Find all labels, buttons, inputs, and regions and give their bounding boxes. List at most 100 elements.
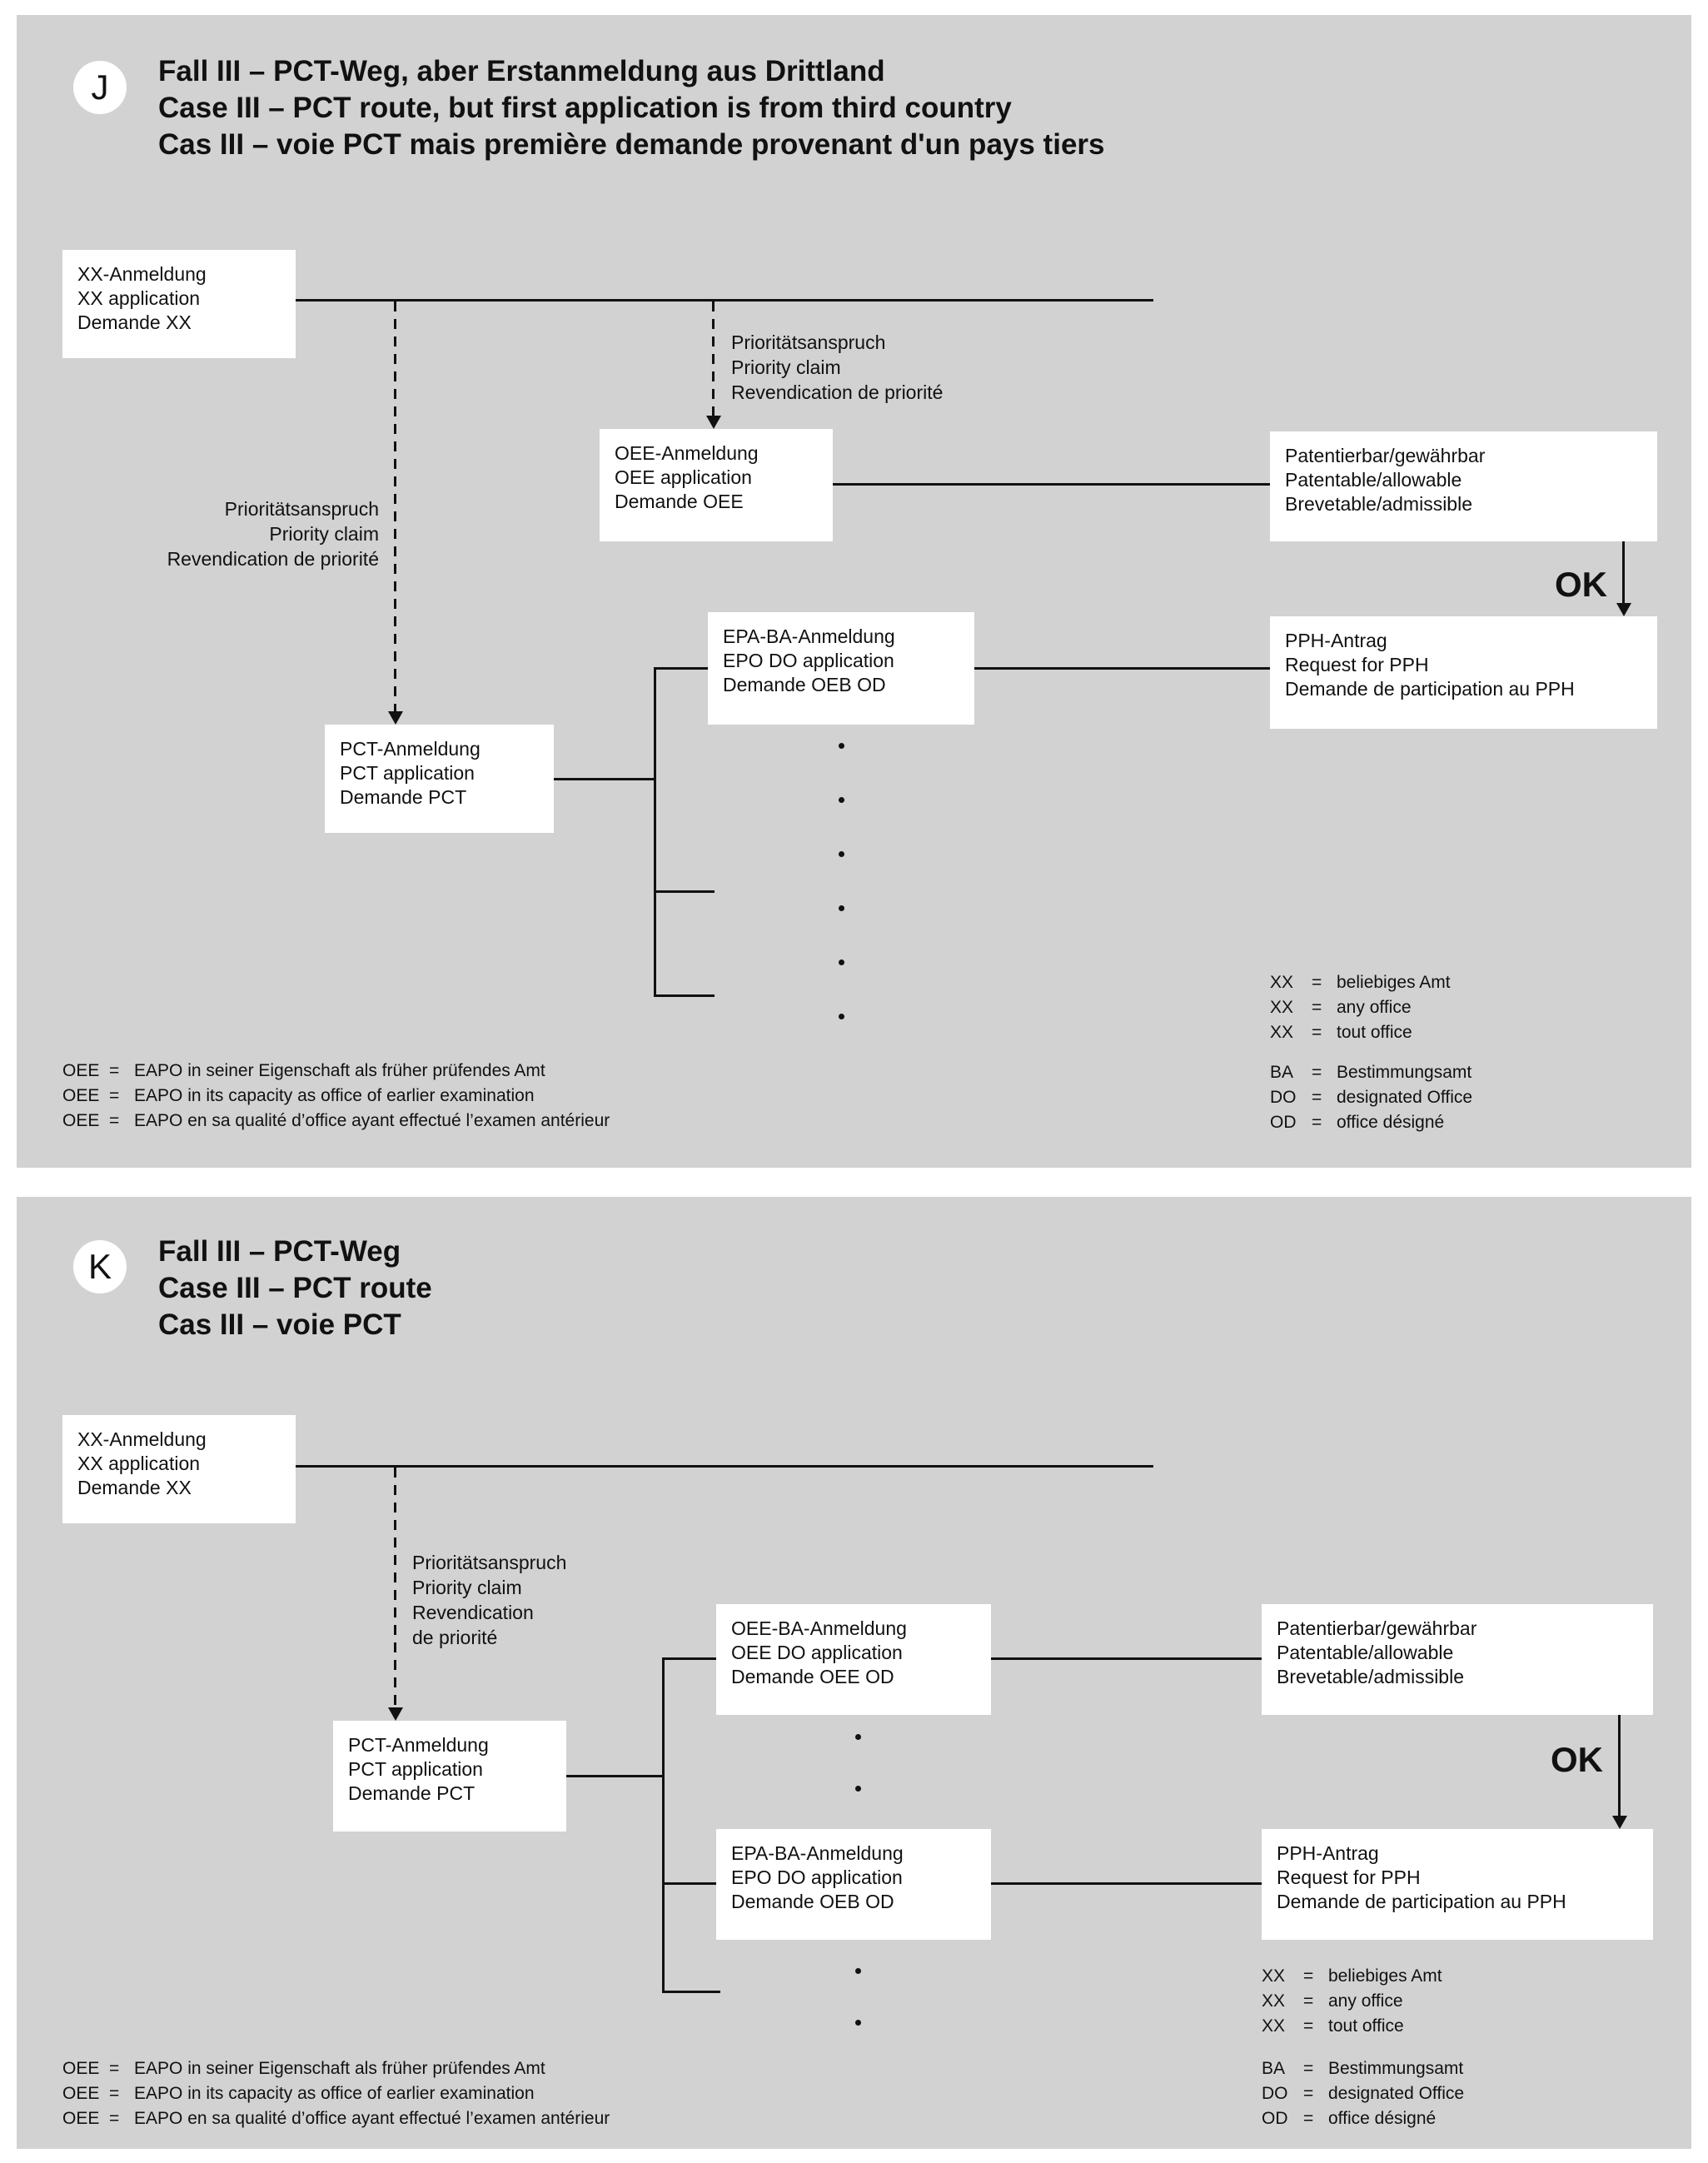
label-line: Prioritätsanspruch	[224, 498, 379, 520]
legend-row: OD=office désigné	[1270, 1110, 1472, 1135]
box-text-line: OEE DO application	[731, 1642, 903, 1663]
panel-badge-j: J	[73, 61, 127, 114]
legend-designated-office: BA=Bestimmungsamt DO=designated Office O…	[1270, 1060, 1472, 1135]
legend-abbr: XX	[1270, 1023, 1294, 1042]
legend-def: EAPO in its capacity as office of earlie…	[134, 1086, 535, 1105]
box-text-line: OEE application	[615, 466, 752, 488]
panel-title-k: Fall III – PCT-Weg Case III – PCT route …	[158, 1234, 432, 1343]
ok-arrow-line	[1618, 1715, 1621, 1817]
box-text-line: Patentable/allowable	[1285, 469, 1462, 491]
legend-def: any office	[1337, 998, 1412, 1017]
ellipsis-dot	[855, 1734, 861, 1740]
legend-eq: =	[1303, 2109, 1314, 2128]
legend-row: XX = any office	[1270, 995, 1451, 1020]
label-line: Revendication de priorité	[731, 381, 944, 403]
ellipsis-dot	[855, 1968, 861, 1974]
legend-def: designated Office	[1328, 2084, 1465, 2103]
panel-title-j: Fall III – PCT-Weg, aber Erstanmeldung a…	[158, 53, 1105, 163]
box-text-line: PCT-Anmeldung	[348, 1734, 489, 1756]
box-text-line: Request for PPH	[1285, 654, 1429, 675]
legend-eq: =	[1312, 998, 1322, 1017]
legend-row: DO = designated Office	[1262, 2081, 1464, 2106]
legend-abbr: BA	[1270, 1063, 1294, 1082]
legend-def: beliebiges Amt	[1328, 1966, 1442, 1986]
label-priority-claim: Prioritätsanspruch Priority claim Revend…	[731, 330, 943, 405]
legend-row: OEE=EAPO in its capacity as office of ea…	[62, 2081, 610, 2106]
legend-def: office désigné	[1337, 1113, 1445, 1132]
box-pct-application: PCT-Anmeldung PCT application Demande PC…	[325, 725, 554, 833]
box-pph-request: PPH-Antrag Request for PPH Demande de pa…	[1270, 616, 1657, 729]
legend-def: Bestimmungsamt	[1337, 1063, 1472, 1082]
legend-row: OEE=EAPO in its capacity as office of ea…	[62, 1084, 610, 1109]
title-line-en: Case III – PCT route, but first applicat…	[158, 92, 1012, 124]
legend-abbr: OEE	[62, 2059, 100, 2078]
box-text-line: PCT-Anmeldung	[340, 738, 481, 760]
legend-eq: =	[1312, 1113, 1322, 1132]
panel-case-k: K Fall III – PCT-Weg Case III – PCT rout…	[17, 1197, 1691, 2149]
arrowhead-down-icon	[1612, 1816, 1627, 1829]
legend-abbr: OEE	[62, 1086, 100, 1105]
legend-row: XX=any office	[1262, 1989, 1442, 2014]
legend-xx-office: XX=beliebiges Amt XX=any office XX=tout …	[1270, 970, 1451, 1045]
box-text-line: Demande de participation au PPH	[1285, 678, 1575, 700]
legend-abbr: OEE	[62, 1061, 100, 1080]
legend-row: DO=designated Office	[1270, 1085, 1472, 1110]
legend-row: OEE=EAPO in seiner Eigenschaft als frühe…	[62, 1059, 610, 1084]
legend-eq: =	[1303, 1991, 1314, 2011]
legend-abbr: OEE	[62, 1111, 100, 1130]
box-xx-application: XX-Anmeldung XX application Demande XX	[62, 250, 296, 358]
ellipsis-dot	[855, 1786, 861, 1792]
box-text-line: Patentierbar/gewährbar	[1285, 445, 1486, 466]
box-text-line: Demande XX	[77, 1477, 192, 1498]
box-text-line: PCT application	[348, 1758, 483, 1780]
legend-abbr: XX	[1270, 998, 1294, 1017]
legend-def: EAPO en sa qualité d’office ayant effect…	[134, 1111, 610, 1130]
legend-abbr: XX	[1270, 973, 1294, 992]
legend-abbr: OD	[1262, 2109, 1288, 2128]
box-patentable: Patentierbar/gewährbar Patentable/allowa…	[1270, 431, 1657, 541]
timeline-connector	[296, 299, 1153, 302]
box-text-line: EPA-BA-Anmeldung	[723, 625, 895, 647]
legend-eq: =	[1312, 1063, 1322, 1082]
box-pph-request: PPH-Antrag Request for PPH Demande de pa…	[1262, 1829, 1653, 1940]
legend-eq: =	[1303, 2084, 1314, 2103]
priority-claim-dashed-arrow	[394, 302, 396, 712]
label-line: Revendication de priorité	[167, 548, 379, 570]
legend-def: Bestimmungsamt	[1328, 2059, 1464, 2078]
box-text-line: XX-Anmeldung	[77, 1428, 207, 1450]
label-priority-claim: Prioritätsanspruch Priority claim Revend…	[412, 1550, 566, 1650]
priority-claim-dashed-arrow	[394, 1468, 396, 1708]
box-text-line: OEE-Anmeldung	[615, 442, 759, 464]
timeline-connector	[296, 1465, 1153, 1468]
legend-abbr: OEE	[62, 2084, 100, 2103]
legend-abbr: XX	[1262, 2016, 1286, 2036]
box-oee-do-application: OEE-BA-Anmeldung OEE DO application Dema…	[716, 1604, 991, 1715]
legend-def: EAPO in seiner Eigenschaft als früher pr…	[134, 1061, 545, 1080]
legend-row: OD = office désigné	[1262, 2106, 1464, 2131]
panel-case-j: J Fall III – PCT-Weg, aber Erstanmeldung…	[17, 15, 1691, 1168]
legend-eq: =	[109, 2109, 120, 2128]
box-epo-do-application: EPA-BA-Anmeldung EPO DO application Dema…	[708, 612, 974, 725]
legend-designated-office: BA=Bestimmungsamt DO=designated Office O…	[1262, 2056, 1464, 2131]
title-line-de: Fall III – PCT-Weg	[158, 1235, 401, 1268]
label-line: Priority claim	[412, 1577, 522, 1598]
legend-xx-office: XX=beliebiges Amt XX=any office XX=tout …	[1262, 1964, 1442, 2039]
ellipsis-dot	[855, 2020, 861, 2026]
box-text-line: Demande PCT	[348, 1782, 476, 1804]
legend-row: OEE=EAPO en sa qualité d’office ayant ef…	[62, 1109, 610, 1134]
legend-abbr: DO	[1270, 1088, 1297, 1107]
box-text-line: Demande OEB OD	[731, 1891, 894, 1912]
box-xx-application: XX-Anmeldung XX application Demande XX	[62, 1415, 296, 1523]
legend-def: EAPO en sa qualité d’office ayant effect…	[134, 2109, 610, 2128]
box-text-line: EPO DO application	[731, 1866, 903, 1888]
legend-eq: =	[1303, 1966, 1314, 1986]
title-line-de: Fall III – PCT-Weg, aber Erstanmeldung a…	[158, 55, 885, 87]
legend-abbr: XX	[1262, 1966, 1286, 1986]
legend-row: XX=tout office	[1270, 1020, 1451, 1045]
box-text-line: Patentierbar/gewährbar	[1277, 1617, 1477, 1639]
legend-oee: OEE=EAPO in seiner Eigenschaft als frühe…	[62, 1059, 610, 1134]
box-text-line: Patentable/allowable	[1277, 1642, 1454, 1663]
arrowhead-down-icon	[1616, 603, 1631, 616]
legend-def: office désigné	[1328, 2109, 1437, 2128]
legend-abbr: DO	[1262, 2084, 1288, 2103]
